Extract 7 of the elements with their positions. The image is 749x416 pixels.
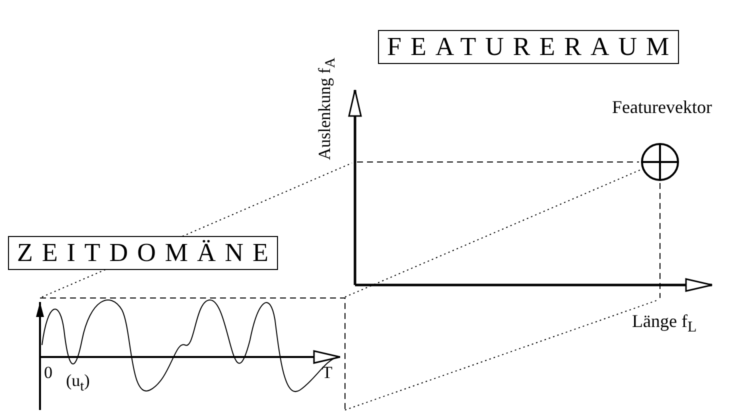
section-title: FEATURERAUM — [378, 30, 680, 64]
axis-label: Länge f$_{L}$ — [632, 312, 697, 336]
axis-tick-label: 0 — [44, 364, 52, 381]
axis-tick-label: T — [322, 364, 332, 381]
signal-label: (u$_{t}$) — [66, 372, 90, 394]
section-title: ZEITDOMÄNE — [8, 236, 278, 270]
feature-vector-label: Featurevektor — [612, 98, 712, 116]
